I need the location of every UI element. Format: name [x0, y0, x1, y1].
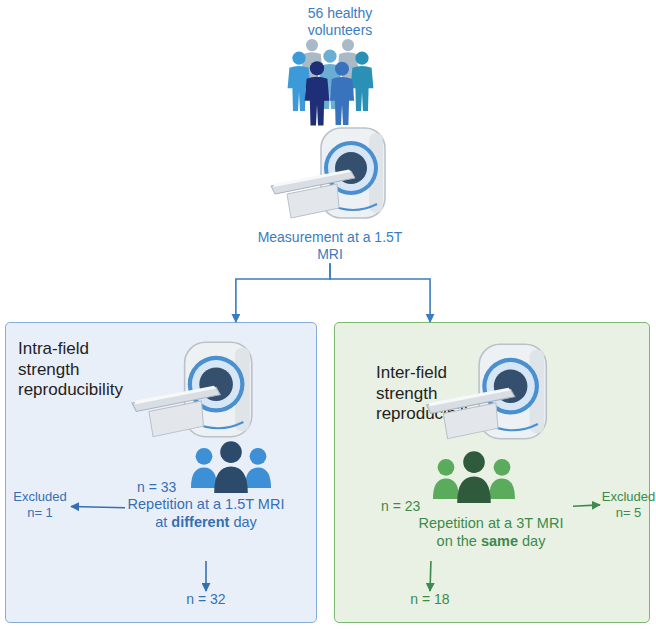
- text-node: n = 23Repetition at a 3T MRI on the same…: [381, 498, 573, 561]
- panel-box: Inter-field strength reproducibility n = …: [334, 322, 650, 623]
- panel-box: Intra-field strength reproducibility n = …: [5, 322, 317, 623]
- text-node: n = 33Repetition at a 1.5T MRI at differ…: [125, 479, 287, 561]
- node-text: n = 33: [137, 479, 287, 496]
- node-text: Repetition at a 1.5T MRI at different da…: [125, 496, 287, 531]
- node-text: Intra-field strength reproducibility: [18, 339, 143, 401]
- text-word: same: [481, 533, 522, 549]
- text-node: n = 18: [390, 591, 470, 608]
- text-word: different: [171, 514, 233, 530]
- text-word: 3T: [516, 515, 537, 531]
- mri-scanner-icon: [271, 128, 385, 218]
- node-text: n = 32: [166, 591, 246, 608]
- text-word: MRI: [258, 496, 285, 512]
- node-text: 56 healthy volunteers: [295, 5, 385, 39]
- text-node: Excluded n= 1: [9, 489, 71, 521]
- group-icon: [214, 441, 248, 493]
- text-word: on: [437, 533, 457, 549]
- text-word: day: [522, 533, 545, 549]
- text-node: 56 healthy volunteers: [295, 5, 385, 39]
- flow-arrow: [429, 561, 432, 591]
- node-text: Inter-field strength reproducibility: [376, 363, 501, 425]
- text-node: Measurement at a 1.5T MRI: [254, 229, 406, 263]
- person-icon: [305, 61, 330, 125]
- flow-arrow: [330, 263, 430, 322]
- node-text: Excluded n= 1: [9, 489, 71, 521]
- flow-arrow: [71, 506, 125, 507]
- text-word: MRI: [537, 515, 564, 531]
- text-word: at: [488, 515, 504, 531]
- flow-arrow: [205, 561, 207, 591]
- text-word: at: [155, 514, 171, 530]
- node-text: n = 23: [381, 498, 573, 515]
- text-word: Repetition: [128, 496, 197, 512]
- person-icon: [319, 50, 342, 109]
- person-icon: [330, 62, 354, 125]
- text-word: Repetition: [419, 515, 488, 531]
- person-icon: [338, 39, 359, 93]
- text-word: day: [233, 514, 256, 530]
- text-word: a: [213, 496, 225, 512]
- group-icon: [489, 459, 515, 499]
- text-node: n = 32: [166, 591, 246, 608]
- flow-arrow: [573, 505, 600, 506]
- mri-scanner-icon: [132, 342, 252, 437]
- group-icon: [191, 448, 217, 488]
- group-icon: [433, 459, 459, 499]
- node-text: Excluded n= 5: [600, 489, 656, 521]
- group-icon: [245, 448, 271, 488]
- text-word: at: [197, 496, 213, 512]
- flow-arrow: [236, 263, 330, 322]
- node-text: Measurement at a 1.5T MRI: [254, 229, 406, 263]
- text-word: 1.5T: [225, 496, 258, 512]
- node-text: n = 18: [390, 591, 470, 608]
- mri-scanner-icon: [427, 344, 547, 439]
- text-word: the: [457, 533, 481, 549]
- text-word: a: [504, 515, 516, 531]
- person-icon: [288, 52, 311, 111]
- person-icon: [302, 39, 323, 93]
- person-icon: [351, 52, 374, 111]
- text-node: Excluded n= 5: [600, 489, 656, 521]
- node-text: Repetition at a 3T MRI on the same day: [412, 515, 570, 550]
- group-icon: [457, 451, 491, 503]
